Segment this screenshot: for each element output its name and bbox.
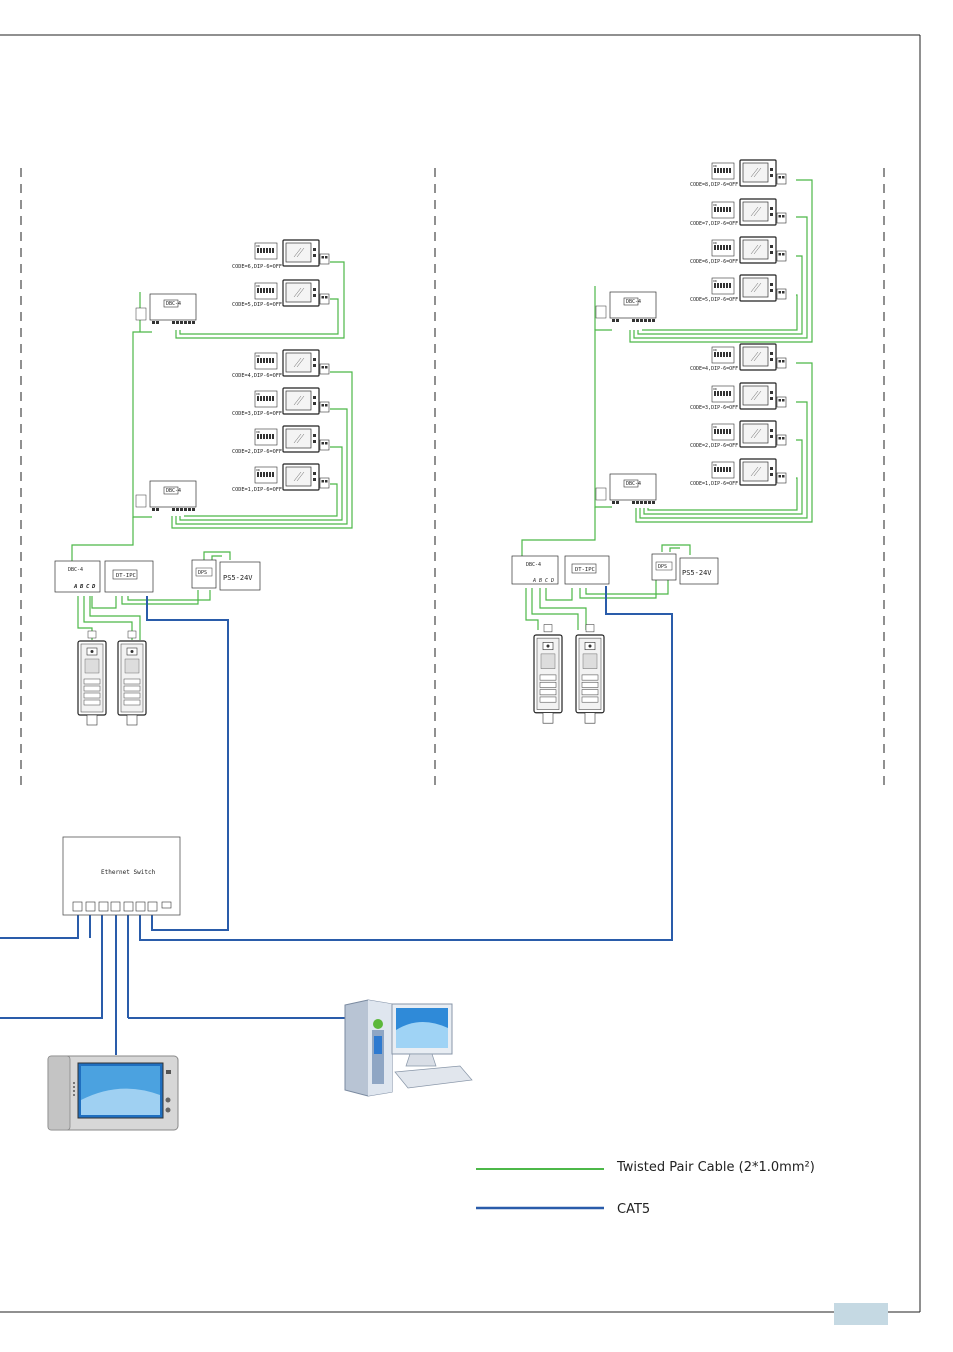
- left-distributor-lower: DBC-4: [135, 480, 197, 512]
- right-code-label: CODE=2,DIP-6=OFF: [690, 443, 738, 449]
- left-code-label: CODE=2,DIP-6=OFF: [232, 449, 282, 455]
- ethernet-switch-label: Ethernet Switch: [101, 869, 156, 876]
- left-twisted-pair-wires: [71, 261, 353, 640]
- right-code-label: CODE=1,DIP-6=OFF: [690, 481, 738, 487]
- right-ip-converter: DT-IPC: [564, 555, 610, 585]
- svg-text:DBC-4: DBC-4: [166, 488, 181, 494]
- right-code-label: CODE=4,DIP-6=OFF: [690, 366, 738, 372]
- left-door-station-2: [117, 630, 147, 726]
- left-code-label: CODE=1,DIP-6=OFF: [232, 487, 282, 493]
- left-code-label: CODE=5,DIP-6=OFF: [232, 302, 282, 308]
- svg-text:DBC-4: DBC-4: [166, 301, 181, 307]
- right-door-distributor: DBC-4 A B C D: [511, 555, 559, 585]
- svg-text:DT-IPC: DT-IPC: [575, 567, 595, 573]
- svg-text:A: A: [73, 584, 77, 590]
- right-power-supply: PS5-24V: [679, 557, 719, 585]
- legend-cat5-label: CAT5: [617, 1202, 650, 1217]
- svg-text:D: D: [550, 578, 554, 584]
- svg-text:DBC-4: DBC-4: [626, 481, 641, 487]
- right-door-station-2: [575, 623, 605, 724]
- svg-text:B: B: [539, 578, 542, 584]
- building-separators: [20, 168, 885, 785]
- left-building: CODE=6,DIP-6=OFF CODE=5,DIP-6=OFF CODE=4…: [54, 239, 353, 726]
- right-building: CODE=8,DIP-6=OFF CODE=7,DIP-6=OFF CODE=6…: [511, 159, 813, 724]
- computer-icon: [344, 999, 473, 1097]
- svg-text:A: A: [532, 578, 536, 584]
- left-power-module: DPS: [191, 559, 217, 589]
- svg-text:DPS: DPS: [658, 564, 667, 570]
- left-power-supply: PS5-24V: [219, 561, 261, 591]
- left-door-distributor: DBC-4 A B C D: [54, 560, 101, 593]
- legend-twisted-pair-label: Twisted Pair Cable (2*1.0mm²): [616, 1160, 815, 1175]
- cat5-cables: [0, 586, 673, 1055]
- left-ip-converter: DT-IPC: [104, 560, 154, 593]
- left-door-station-1: [77, 630, 107, 726]
- svg-text:DT-IPC: DT-IPC: [116, 573, 136, 579]
- legend: Twisted Pair Cable (2*1.0mm²) CAT5: [476, 1160, 815, 1217]
- svg-text:DPS: DPS: [198, 570, 207, 576]
- page-number-tab: [834, 1303, 888, 1325]
- left-code-label: CODE=4,DIP-6=OFF: [232, 373, 282, 379]
- right-power-module: DPS: [651, 553, 677, 581]
- svg-text:PS5-24V: PS5-24V: [223, 574, 253, 582]
- svg-text:DBC-4: DBC-4: [526, 562, 541, 568]
- left-monitor-1: [254, 239, 330, 267]
- right-code-label: CODE=6,DIP-6=OFF: [690, 259, 738, 265]
- svg-text:C: C: [545, 578, 548, 584]
- right-distributor-upper: DBC-4: [595, 291, 657, 323]
- svg-text:C: C: [86, 584, 90, 590]
- right-code-label: CODE=7,DIP-6=OFF: [690, 221, 738, 227]
- right-distributor-lower: DBC-4: [595, 473, 657, 505]
- left-distributor-upper: DBC-4: [135, 293, 197, 325]
- master-monitor-icon: [47, 1055, 179, 1131]
- right-door-station-1: [533, 623, 563, 724]
- svg-text:B: B: [79, 584, 84, 590]
- left-code-label: CODE=6,DIP-6=OFF: [232, 264, 282, 270]
- svg-text:PS5-24V: PS5-24V: [682, 569, 712, 577]
- svg-text:DBC-4: DBC-4: [68, 567, 83, 573]
- right-code-label: CODE=5,DIP-6=OFF: [690, 297, 738, 303]
- right-code-label: CODE=3,DIP-6=OFF: [690, 405, 738, 411]
- left-code-label: CODE=3,DIP-6=OFF: [232, 411, 282, 417]
- right-code-label: CODE=8,DIP-6=OFF: [690, 182, 738, 188]
- ethernet-switch: Ethernet Switch: [62, 836, 181, 916]
- svg-text:D: D: [91, 584, 96, 590]
- svg-text:DBC-4: DBC-4: [626, 299, 641, 305]
